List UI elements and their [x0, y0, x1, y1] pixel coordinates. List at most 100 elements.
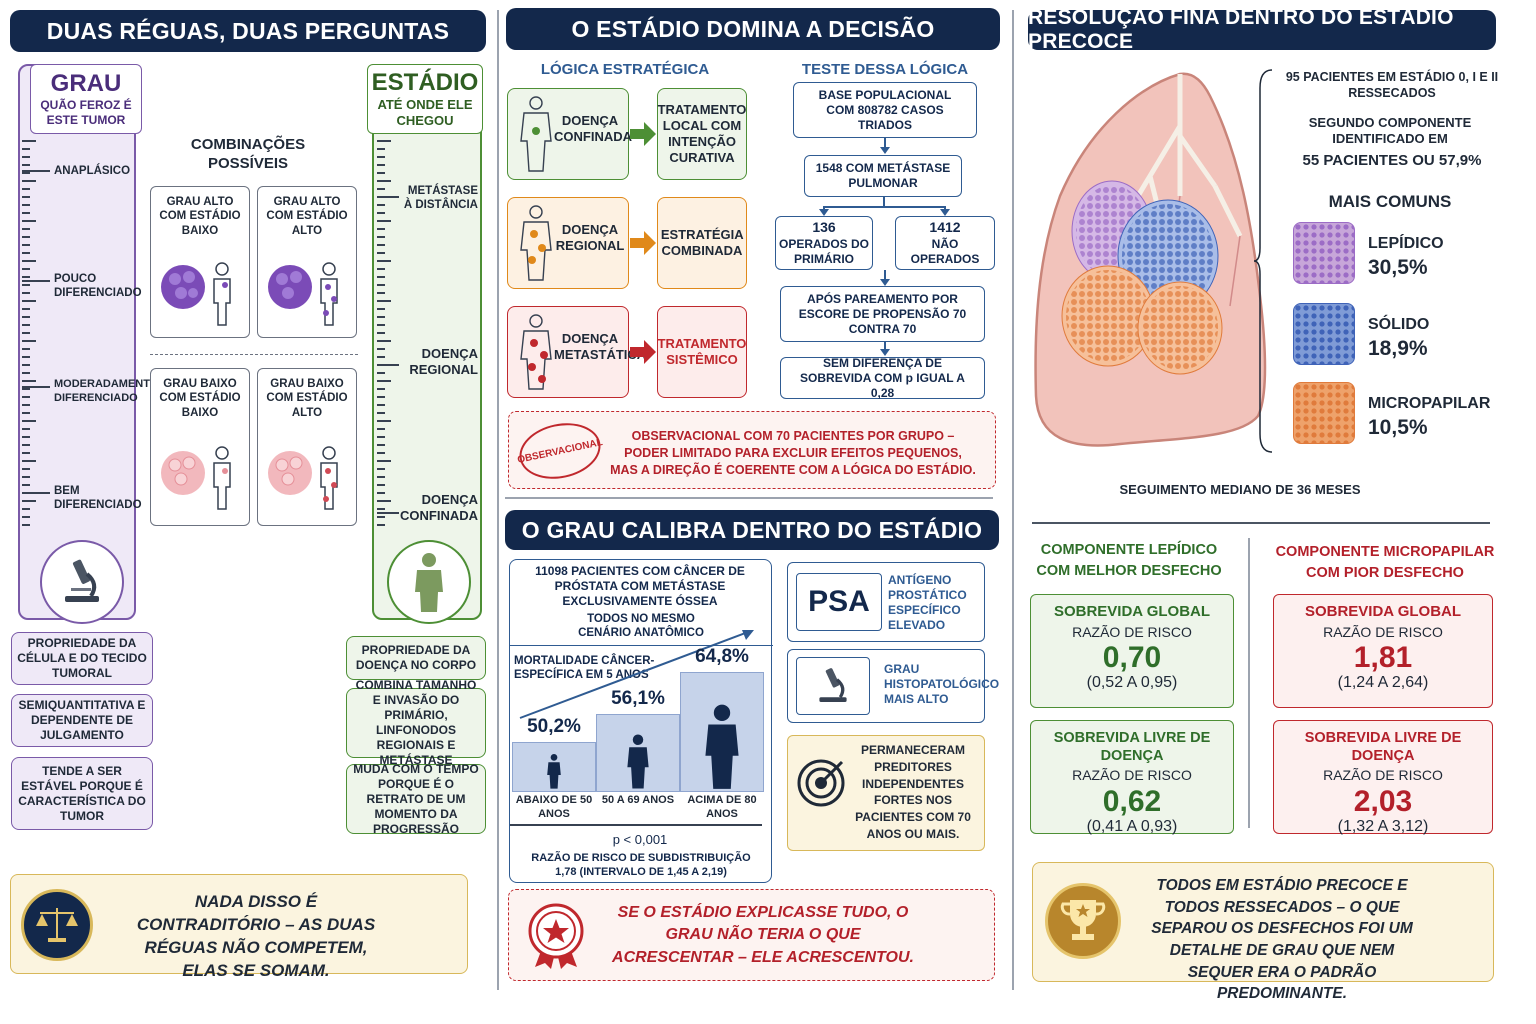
panel3-footer-text: SE O ESTÁDIO EXPLICASSE TUDO, O GRAU NÃO…: [612, 904, 914, 966]
ruler-tick: [22, 276, 30, 278]
panel3-footer: SE O ESTÁDIO EXPLICASSE TUDO, O GRAU NÃO…: [508, 889, 995, 981]
ruler-tick: [377, 140, 391, 142]
lepidic-os-card: SOBREVIDA GLOBAL RAZÃO DE RISCO 0,70 (0,…: [1030, 594, 1234, 708]
mort-label-1: 50 A 69 ANOS: [601, 794, 675, 806]
ruler-tick: [377, 204, 385, 206]
combo-card-1: GRAU ALTO COM ESTÁDIO ALTO: [257, 186, 357, 338]
predictors-text: PERMANECERAM PREDITORES INDEPENDENTES FO…: [855, 743, 971, 841]
ruler-tick: [22, 244, 30, 246]
hr-text: RAZÃO DE RISCO DE SUBDISTRIBUIÇÃO 1,78 (…: [531, 852, 751, 878]
pattern-name-2: MICROPAPILAR: [1368, 395, 1491, 412]
flow-arrow: [881, 342, 889, 356]
combo-label-0: GRAU ALTO COM ESTÁDIO BAIXO: [159, 196, 241, 237]
lepidic-os-ci: (0,52 A 0,95): [1086, 674, 1178, 692]
target-icon: [794, 756, 848, 810]
strategy-box-0: TRATAMENTO LOCAL COM INTENÇÃO CURATIVA: [657, 88, 747, 180]
stage-ruler: [372, 64, 482, 620]
ruler-tick: [377, 452, 385, 454]
divider-2: [1012, 10, 1014, 990]
ruler-tick: [22, 284, 30, 286]
lepidic-os-hr-label: RAZÃO DE RISCO: [1072, 623, 1192, 640]
observational-note: OBSERVACIONAL OBSERVACIONAL COM 70 PACIE…: [508, 411, 996, 489]
second-text: SEGUNDO COMPONENTE IDENTIFICADO EM: [1308, 115, 1472, 147]
logic-title: LÓGICA ESTRATÉGICA: [540, 61, 710, 78]
lepidic-dfs-card: SOBREVIDA LIVRE DE DOENÇA RAZÃO DE RISCO…: [1030, 720, 1234, 835]
lepidic-dfs-hr: 0,62: [1102, 784, 1162, 818]
lepidic-dfs-hr-label: RAZÃO DE RISCO: [1072, 767, 1192, 784]
mort-label: MORTALIDADE CÂNCER-ESPECÍFICA EM 5 ANOS: [514, 655, 655, 682]
panel4-header: RESOLUÇÃO FINA DENTRO DO ESTÁDIO PRECOCE: [1028, 6, 1496, 53]
ruler-tick: [377, 492, 385, 494]
ruler-tick: [22, 252, 30, 254]
panel1-footer: NADA DISSO É CONTRADITÓRIO – AS DUAS RÉG…: [10, 874, 468, 980]
ruler-tick: [22, 348, 30, 350]
grade-subtitle: QUÃO FEROZ É ESTE TUMOR: [40, 98, 132, 127]
ruler-tick: [22, 340, 36, 342]
ruler-tick: [377, 356, 385, 358]
patients-text: 95 PACIENTES EM ESTÁDIO 0, I E II RESSEC…: [1285, 70, 1499, 100]
micro-os-title: SOBREVIDA GLOBAL: [1304, 603, 1462, 620]
cell-cluster-icon: [161, 262, 231, 326]
ruler-tick: [22, 156, 30, 158]
grade-prop-1: SEMIQUANTITATIVA E DEPENDENTE DE JULGAME…: [11, 694, 153, 747]
ruler-tick: [22, 436, 30, 438]
divider-3: [505, 497, 993, 499]
ruler-tick: [22, 220, 36, 222]
grade-level-3: BEM DIFERENCIADO: [54, 485, 142, 512]
ruler-level-tick: [22, 492, 50, 494]
arrow-right-icon: [630, 231, 656, 255]
common-title: MAIS COMUNS: [1328, 192, 1452, 211]
ruler-tick: [377, 388, 385, 390]
pattern-name-1: SÓLIDO: [1368, 316, 1430, 333]
combo-label-2: GRAU BAIXO COM ESTÁDIO BAIXO: [159, 378, 241, 419]
divider-4: [1032, 522, 1490, 524]
stage-prop-1: COMBINA TAMANHO E INVASÃO DO PRIMÁRIO, L…: [346, 678, 486, 767]
stage-level-2: DOENÇA CONFINADA: [400, 492, 478, 524]
ruler-tick: [22, 196, 30, 198]
ruler-tick: [22, 332, 30, 334]
disease-label-0: DOENÇA CONFINADA: [554, 113, 632, 145]
trend-arrow: [519, 630, 754, 719]
ruler-tick: [22, 268, 30, 270]
ruler-tick: [377, 164, 385, 166]
grade-prop-0: PROPRIEDADE DA CÉLULA E DO TECIDO TUMORA…: [11, 632, 153, 685]
lung-illustration: [1034, 72, 1267, 447]
observational-stamp: OBSERVACIONAL: [514, 416, 606, 486]
ruler-tick: [22, 380, 36, 382]
mort-bar-2: [680, 672, 764, 792]
ruler-tick: [377, 524, 385, 526]
study-sub: TODOS NO MESMO CENÁRIO ANATÔMICO: [578, 613, 704, 640]
flow-base: BASE POPULACIONAL COM 808782 CASOS TRIAD…: [793, 82, 977, 138]
lepidic-dfs-ci: (0,41 A 0,93): [1086, 817, 1178, 835]
flow-not-operated-label: NÃO OPERADOS: [910, 236, 980, 266]
ruler-tick: [377, 148, 385, 150]
micro-os-card: SOBREVIDA GLOBAL RAZÃO DE RISCO 1,81 (1,…: [1273, 594, 1493, 708]
grade-level-2: MODERADAMENTE DIFERENCIADO: [54, 378, 158, 404]
pattern-swatch-2: [1293, 382, 1355, 444]
ruler-tick: [377, 372, 385, 374]
grade-label: GRAU HISTOPATOLÓGICO MAIS ALTO: [884, 662, 1000, 706]
combo-card-3: GRAU BAIXO COM ESTÁDIO ALTO: [257, 368, 357, 526]
ruler-tick: [22, 508, 30, 510]
divider-5: [1248, 538, 1250, 828]
flow-arrow: [941, 206, 949, 216]
cell-cluster-icon: [268, 262, 338, 326]
flow-arrow: [881, 270, 889, 286]
lepidic-os-title: SOBREVIDA GLOBAL: [1053, 603, 1211, 620]
ruler-tick: [22, 372, 30, 374]
ruler-tick: [22, 428, 30, 430]
panel3-header: O GRAU CALIBRA DENTRO DO ESTÁDIO: [505, 510, 999, 550]
ruler-tick: [22, 484, 30, 486]
mort-label-2: ACIMA DE 80 ANOS: [687, 794, 757, 820]
ruler-tick: [377, 276, 385, 278]
ruler-tick: [377, 252, 385, 254]
ruler-tick: [377, 476, 385, 478]
pattern-swatch-0: [1293, 222, 1355, 284]
star-badge-icon: [521, 900, 591, 970]
flow-meta: 1548 COM METÁSTASE PULMONAR: [804, 155, 962, 197]
grade-card: GRAU HISTOPATOLÓGICO MAIS ALTO: [787, 649, 1000, 723]
ruler-tick: [377, 428, 385, 430]
pattern-value-0: 30,5%: [1368, 256, 1428, 279]
ruler-tick: [22, 172, 30, 174]
ruler-tick: [22, 292, 30, 294]
